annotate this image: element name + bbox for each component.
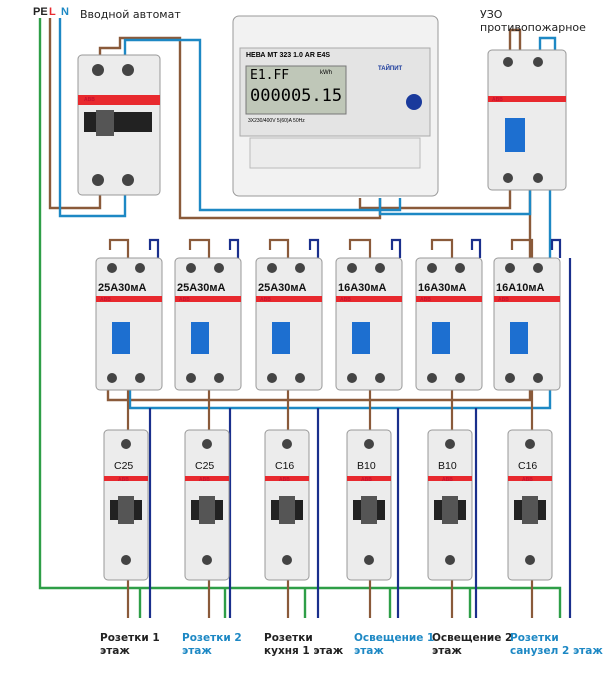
mcb-rating-4: B10 [357, 460, 376, 472]
rcd-rating-3: 25A30мА [258, 282, 307, 294]
circuit-label-4: Освещение 1 этаж [354, 632, 435, 657]
pe-wire [38, 18, 562, 618]
meter-display-top: E1.FF [250, 68, 290, 83]
rcd-3 [255, 257, 323, 391]
mcb-3 [264, 429, 310, 581]
rcd-rating-4: 16A30мА [338, 282, 387, 294]
mcb-rating-6: C16 [518, 460, 538, 472]
branch-wires [108, 238, 572, 618]
meter-brand: ТАЙПИТ [378, 66, 403, 72]
rcd-2 [174, 257, 242, 391]
rcd-rating-1: 25A30мА [98, 282, 147, 294]
fire-rcd-title: УЗО противопожарное [480, 8, 586, 34]
mcb-5 [427, 429, 473, 581]
rcd-brand-5: ABB [420, 297, 431, 303]
meter-model: НЕВА МТ 323 1.0 AR E4S [246, 52, 331, 59]
mcb-rating-3: C16 [275, 460, 295, 472]
mcb-rating-5: B10 [438, 460, 457, 472]
rcd-brand-2: ABB [179, 297, 190, 303]
mcb-brand-2: ABB [199, 477, 210, 483]
legend-l: L [49, 6, 56, 18]
mcb-brand-1: ABB [118, 477, 129, 483]
meter-unit: kWh [320, 70, 332, 76]
mcb-brand-3: ABB [279, 477, 290, 483]
rcd-4 [335, 257, 403, 391]
rcd-brand-3: ABB [260, 297, 271, 303]
mcb-2 [184, 429, 230, 581]
circuit-label-2: Розетки 2 этаж [182, 632, 242, 657]
mcb-brand-5: ABB [442, 477, 453, 483]
energy-meter [232, 15, 439, 197]
rcd-rating-2: 25A30мА [177, 282, 226, 294]
legend-pe: PE [33, 6, 48, 18]
rcd-1 [95, 257, 163, 391]
rcd-brand-1: ABB [100, 297, 111, 303]
circuit-label-1: Розетки 1 этаж [100, 632, 160, 657]
mcb-1 [103, 429, 149, 581]
meter-spec: 3X230/400V 5(60)A 50Hz [248, 118, 305, 124]
fire-rcd [487, 49, 567, 191]
mcb-rating-2: C25 [195, 460, 215, 472]
rcd-6 [493, 257, 561, 391]
meter-display-main: 000005.15 [250, 86, 343, 106]
fire-rcd-brand: ABB [492, 97, 503, 103]
mcb-4 [346, 429, 392, 581]
mcb-brand-6: ABB [522, 477, 533, 483]
circuit-label-5: Освещение 2 этаж [432, 632, 513, 657]
rcd-5 [415, 257, 483, 391]
n-wire [58, 18, 557, 410]
main-breaker [77, 54, 161, 196]
rcd-rating-6: 16A10мА [496, 282, 545, 294]
main-breaker-title: Вводной автомат [80, 8, 181, 21]
legend-n: N [61, 6, 69, 18]
circuit-label-6: Розетки санузел 2 этаж [510, 632, 603, 657]
rcd-brand-4: ABB [340, 297, 351, 303]
main-breaker-brand: ABB [84, 97, 95, 103]
mcb-rating-1: C25 [114, 460, 134, 472]
rcd-rating-5: 16A30мА [418, 282, 467, 294]
circuit-label-3: Розетки кухня 1 этаж [264, 632, 344, 657]
rcd-brand-6: ABB [498, 297, 509, 303]
mcb-6 [507, 429, 553, 581]
mcb-brand-4: ABB [361, 477, 372, 483]
